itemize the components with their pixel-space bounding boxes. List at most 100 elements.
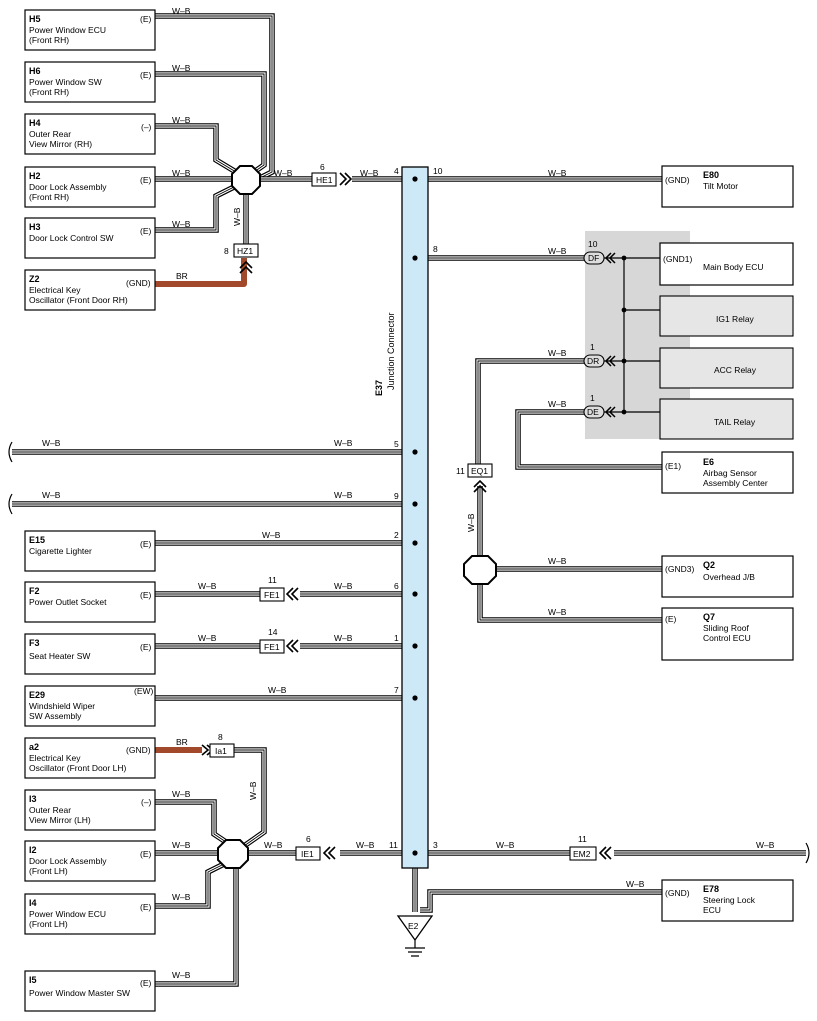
- wire-label: W–B: [172, 219, 191, 229]
- svg-text:E15: E15: [29, 535, 45, 545]
- svg-text:SW Assembly: SW Assembly: [29, 711, 82, 721]
- component-main-body-ecu: (GND1) Main Body ECU: [659, 242, 794, 286]
- svg-text:I5: I5: [29, 975, 37, 985]
- wire-label: W–B: [334, 438, 353, 448]
- svg-text:6: 6: [320, 162, 325, 172]
- svg-text:Q2: Q2: [703, 560, 715, 570]
- wire-label: W–B: [466, 513, 476, 532]
- wire-label: W–B: [262, 530, 281, 540]
- junction-pin-6: 6: [394, 581, 399, 591]
- wire-label: W–B: [548, 607, 567, 617]
- wire-label: W–B: [172, 970, 191, 980]
- svg-text:ECU: ECU: [703, 905, 721, 915]
- junction-pins: 4 10 8 5 9 2 6 1 7 11 3: [389, 166, 443, 850]
- component-h4: H4 Outer Rear View Mirror (RH) (–): [24, 113, 156, 155]
- wire-label: W–B: [172, 789, 191, 799]
- svg-text:Windshield Wiper: Windshield Wiper: [29, 701, 95, 711]
- svg-text:Power Window ECU: Power Window ECU: [29, 25, 106, 35]
- wire-label: W–B: [548, 556, 567, 566]
- wire-label: W–B: [172, 6, 191, 16]
- svg-text:Electrical Key: Electrical Key: [29, 285, 81, 295]
- svg-text:Airbag Sensor: Airbag Sensor: [703, 468, 757, 478]
- component-a2: a2 Electrical Key Oscillator (Front Door…: [24, 737, 156, 779]
- svg-text:14: 14: [268, 627, 278, 637]
- connector-eq1: EQ1 11: [456, 463, 493, 493]
- connector-fe1-a: FE1 11: [259, 575, 299, 602]
- svg-text:E2: E2: [408, 921, 419, 931]
- wire-label: W–B: [334, 581, 353, 591]
- wire-label: W–B: [496, 840, 515, 850]
- svg-text:DR: DR: [587, 356, 599, 366]
- wire-label: W–B: [548, 399, 567, 409]
- svg-text:IG1 Relay: IG1 Relay: [716, 314, 755, 324]
- junction-pin-5: 5: [394, 439, 399, 449]
- svg-text:(E): (E): [140, 978, 152, 988]
- component-e29: E29 Windshield Wiper SW Assembly (EW): [24, 685, 156, 727]
- component-i3: I3 Outer Rear View Mirror (LH) (–): [24, 789, 156, 831]
- component-q2: (GND3) Q2 Overhead J/B: [661, 555, 794, 598]
- svg-text:EM2: EM2: [573, 849, 591, 859]
- svg-text:(–): (–): [141, 122, 152, 132]
- svg-text:(Front RH): (Front RH): [29, 35, 69, 45]
- connector-dr: DR 1: [583, 342, 616, 368]
- svg-text:TAIL Relay: TAIL Relay: [714, 417, 756, 427]
- junction-pin-10: 10: [433, 166, 443, 176]
- wire-label: W–B: [268, 685, 287, 695]
- svg-text:8: 8: [224, 246, 229, 256]
- svg-text:Door Lock Control SW: Door Lock Control SW: [29, 233, 114, 243]
- wire-label: W–B: [334, 633, 353, 643]
- component-h5: H5 Power Window ECU (Front RH) (E): [24, 9, 156, 51]
- wire-label: W–B: [172, 115, 191, 125]
- svg-text:Z2: Z2: [29, 274, 40, 284]
- relay-tail: TAIL Relay: [659, 398, 794, 440]
- connector-he1: HE1 6: [311, 162, 353, 187]
- svg-text:DE: DE: [587, 407, 599, 417]
- component-e6: (E1) E6 Airbag Sensor Assembly Center: [661, 451, 794, 494]
- wire-label: W–B: [356, 840, 375, 850]
- svg-text:(GND): (GND): [665, 175, 690, 185]
- component-f2: F2 Power Outlet Socket (E): [24, 581, 156, 623]
- wire-label: W–B: [248, 781, 258, 800]
- svg-text:11: 11: [268, 575, 277, 585]
- svg-text:H6: H6: [29, 66, 41, 76]
- svg-text:(GND3): (GND3): [665, 564, 694, 574]
- svg-text:H5: H5: [29, 14, 41, 24]
- wire-label: W–B: [334, 490, 353, 500]
- svg-text:FE1: FE1: [264, 590, 280, 600]
- component-h6: H6 Power Window SW (Front RH) (E): [24, 61, 156, 103]
- svg-text:6: 6: [306, 834, 311, 844]
- svg-text:Seat Heater SW: Seat Heater SW: [29, 651, 90, 661]
- junction-pin-7: 7: [394, 685, 399, 695]
- junction-dots: [412, 176, 627, 856]
- wire-label: W–B: [198, 581, 217, 591]
- component-i2: I2 Door Lock Assembly (Front LH) (E): [24, 840, 156, 882]
- svg-text:Outer Rear: Outer Rear: [29, 129, 71, 139]
- svg-text:H2: H2: [29, 171, 41, 181]
- svg-text:Assembly Center: Assembly Center: [703, 478, 768, 488]
- svg-text:F2: F2: [29, 586, 40, 596]
- svg-text:(E): (E): [140, 226, 152, 236]
- svg-text:EQ1: EQ1: [471, 466, 488, 476]
- svg-text:(E): (E): [140, 849, 152, 859]
- junction-pin-3: 3: [433, 840, 438, 850]
- svg-text:(Front RH): (Front RH): [29, 87, 69, 97]
- svg-text:Ia1: Ia1: [215, 746, 227, 756]
- svg-text:DF: DF: [588, 253, 599, 263]
- svg-text:Steering Lock: Steering Lock: [703, 895, 756, 905]
- svg-text:Power Window ECU: Power Window ECU: [29, 909, 106, 919]
- svg-text:HE1: HE1: [316, 175, 333, 185]
- svg-text:H3: H3: [29, 222, 41, 232]
- connector-em2: EM2 11: [569, 834, 612, 861]
- wire-label: W–B: [626, 879, 645, 889]
- svg-text:H4: H4: [29, 118, 41, 128]
- svg-text:(E): (E): [140, 175, 152, 185]
- connector-hz1: HZ1 8: [224, 243, 259, 274]
- component-i5: I5 Power Window Master SW (E): [24, 970, 156, 1012]
- svg-text:(Front RH): (Front RH): [29, 192, 69, 202]
- svg-text:ACC Relay: ACC Relay: [714, 365, 757, 375]
- svg-text:Power Window SW: Power Window SW: [29, 77, 102, 87]
- svg-text:(GND): (GND): [126, 745, 151, 755]
- svg-text:(GND): (GND): [665, 888, 690, 898]
- wire-label: W–B: [274, 168, 293, 178]
